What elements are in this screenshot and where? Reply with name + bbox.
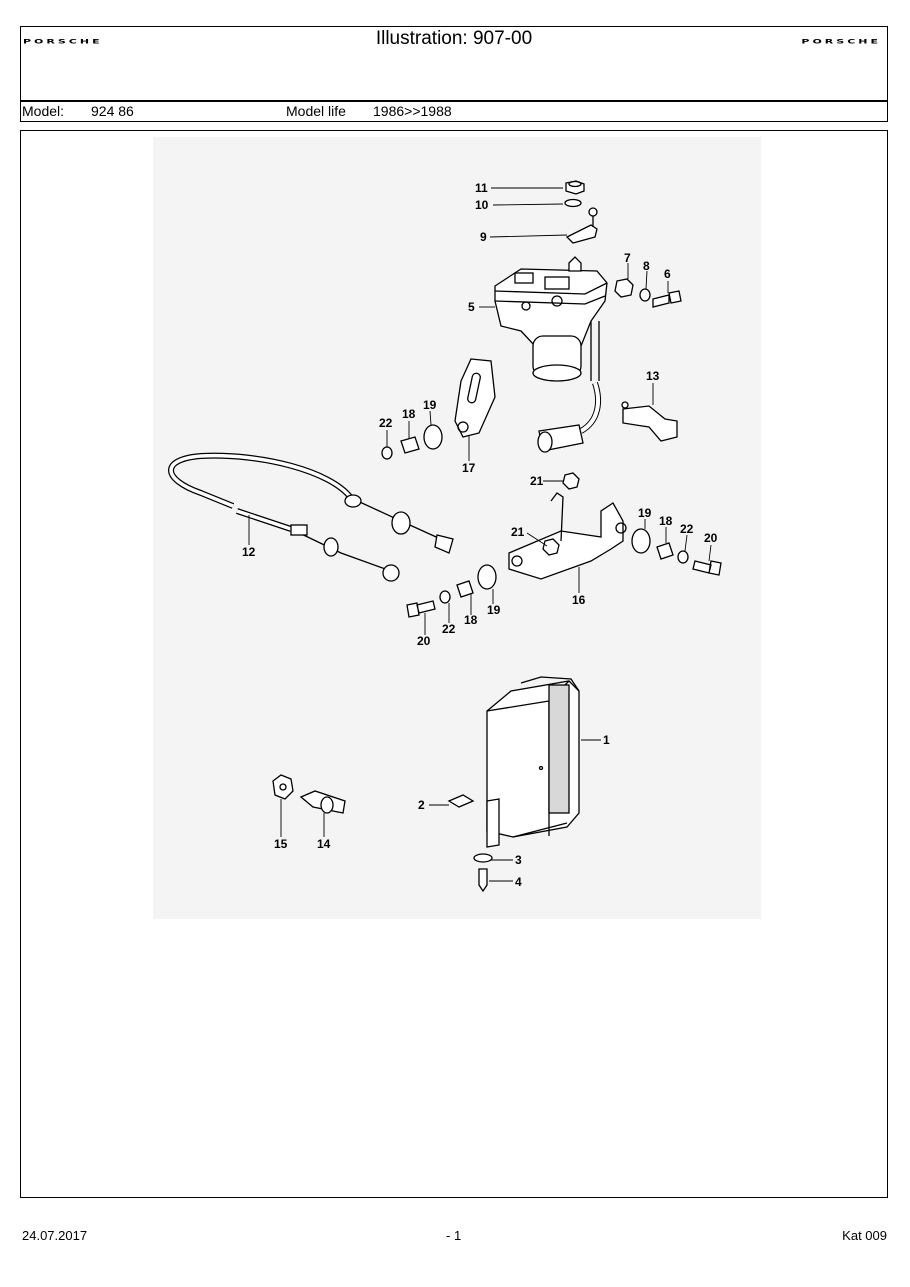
model-life-value: 1986>>1988 (373, 103, 452, 119)
callout-21: 21 (530, 474, 544, 488)
callout-17: 17 (462, 461, 476, 475)
callout-11: 11 (475, 181, 488, 195)
footer-date: 24.07.2017 (22, 1228, 88, 1243)
callout-14: 14 (317, 837, 331, 851)
header-box: PORSCHE Illustration: 907-00 PORSCHE Mod… (20, 26, 888, 122)
part-10-washer (564, 198, 582, 208)
part-9-lever (565, 224, 598, 244)
callout-15: 15 (274, 837, 288, 851)
callout-18: 18 (402, 407, 416, 421)
parts-drawing (168, 180, 722, 893)
callout-leaders (248, 187, 712, 882)
model-life-label: Model life (286, 103, 346, 119)
callout-18c: 18 (464, 613, 478, 627)
callout-7: 7 (624, 251, 631, 265)
callout-numbers: 11 10 9 5 7 8 6 13 22 18 19 17 12 21 21 … (242, 181, 718, 889)
callout-20: 20 (704, 531, 718, 545)
part-22-washer-right (677, 550, 689, 564)
part-19-bushing-lower (477, 564, 497, 590)
callout-22: 22 (379, 416, 393, 430)
callout-22c: 22 (442, 622, 456, 636)
porsche-logo-left: PORSCHE (23, 38, 103, 46)
part-6-bolt (652, 290, 682, 308)
part-3-washer (473, 853, 493, 863)
part-19-bushing-right (631, 528, 651, 554)
part-22-washer-upper (381, 446, 393, 460)
model-value: 924 86 (91, 103, 134, 119)
part-15-nut (272, 774, 294, 800)
callout-6: 6 (664, 267, 671, 281)
callout-19b: 19 (638, 506, 652, 520)
parts-illustration: 11 10 9 5 7 8 6 13 22 18 19 17 12 21 21 … (153, 137, 761, 919)
part-20-bolt-right (692, 560, 722, 576)
part-13-lever (622, 405, 678, 442)
part-21-nut-upper (562, 472, 580, 490)
header-divider (21, 100, 887, 102)
part-8-washer (639, 288, 651, 302)
part-22-washer-lower (439, 590, 451, 604)
callout-21b: 21 (511, 525, 525, 539)
callout-13: 13 (646, 369, 660, 383)
page-title: Illustration: 907-00 (375, 28, 533, 49)
part-2-clip (447, 794, 475, 808)
footer-catalog: Kat 009 (842, 1228, 887, 1243)
callout-19: 19 (423, 398, 437, 412)
callout-12: 12 (242, 545, 256, 559)
model-label: Model: (22, 103, 65, 119)
model-info-row: Model: 924 86 Model life 1986>>1988 (21, 102, 887, 121)
part-18-sleeve-right (656, 542, 674, 560)
part-7-nut (614, 278, 634, 298)
porsche-logo-right: PORSCHE (801, 38, 881, 46)
callout-9: 9 (480, 230, 487, 244)
part-1-control-unit (486, 676, 580, 838)
illustration-frame: 11 10 9 5 7 8 6 13 22 18 19 17 12 21 21 … (20, 130, 888, 1198)
part-20-bolt-lower (406, 600, 436, 618)
callout-2: 2 (418, 798, 425, 812)
part-18-sleeve-lower (456, 580, 474, 598)
callout-4: 4 (515, 875, 522, 889)
callout-8: 8 (643, 259, 650, 273)
callout-20b: 20 (417, 634, 431, 648)
part-4-screw (478, 868, 488, 893)
part-21-nut-lower (542, 538, 560, 556)
callout-18b: 18 (659, 514, 673, 528)
part-12-cable (168, 452, 454, 582)
part-17-bracket (454, 358, 496, 438)
part-16-bracket (508, 492, 627, 580)
callout-19c: 19 (487, 603, 501, 617)
footer-page-number: - 1 (446, 1228, 462, 1243)
part-19-bushing-upper (423, 424, 443, 450)
illustration-background (153, 137, 761, 919)
callout-3: 3 (515, 853, 522, 867)
part-5-actuator (494, 256, 608, 382)
callout-22b: 22 (680, 522, 694, 536)
callout-1: 1 (603, 733, 610, 747)
callout-10: 10 (475, 198, 489, 212)
callout-16: 16 (572, 593, 586, 607)
callout-5: 5 (468, 300, 475, 314)
part-18-sleeve-upper (400, 436, 420, 454)
